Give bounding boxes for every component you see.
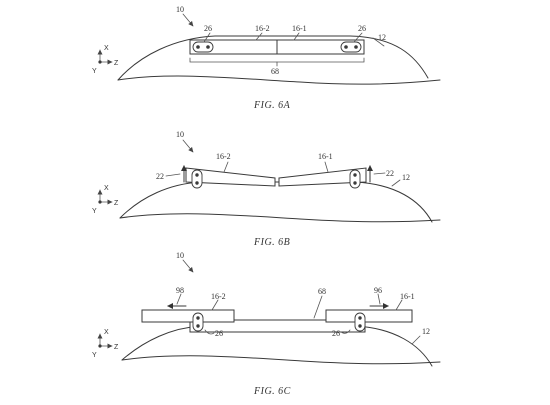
label-segment-right-6a: 16-1 bbox=[292, 24, 307, 33]
label-pin-left-6c: 26 bbox=[215, 329, 223, 338]
label-segment-right-6c: 16-1 bbox=[400, 292, 415, 301]
label-segment-right-6b: 16-1 bbox=[318, 152, 333, 161]
pin-right-6a bbox=[340, 41, 362, 53]
axis-z-label: Z bbox=[114, 60, 119, 67]
axis-y-label: Y bbox=[92, 208, 97, 215]
label-device-6b: 10 bbox=[176, 130, 184, 139]
axis-z-label: Z bbox=[114, 200, 119, 207]
caption-6b: FIG. 6B bbox=[253, 237, 290, 248]
pin-left-6c bbox=[192, 312, 204, 332]
label-segment-left-6c: 16-2 bbox=[211, 292, 226, 301]
base-curve-6a bbox=[117, 75, 441, 85]
label-segment-left-6a: 16-2 bbox=[255, 24, 270, 33]
pin-left-6a bbox=[192, 41, 214, 53]
label-housing-6c: 12 bbox=[422, 327, 430, 336]
label-lift-left-6b: 22 bbox=[156, 172, 164, 181]
axis-y-label: Y bbox=[92, 68, 97, 75]
segment-left-slid-6c bbox=[141, 309, 235, 323]
housing-curve-6b bbox=[119, 181, 433, 223]
segment-right-slid-6c bbox=[325, 309, 413, 323]
figure-6b: X Y Z 10 22 1 bbox=[92, 130, 441, 248]
label-move-right-6c: 96 bbox=[374, 286, 382, 295]
figure-6c: X Y Z bbox=[92, 251, 441, 397]
label-device-6c: 10 bbox=[176, 251, 184, 260]
axis-z-label: Z bbox=[114, 344, 119, 351]
axis-y-label: Y bbox=[92, 352, 97, 359]
pin-right-6b bbox=[349, 169, 361, 189]
axes-triad-6b: X Y Z bbox=[92, 185, 119, 215]
pin-right-6c bbox=[354, 312, 366, 332]
pin-left-6b bbox=[191, 169, 203, 189]
label-span-6a: 68 bbox=[271, 67, 279, 76]
span-bracket-6a bbox=[189, 57, 365, 63]
housing-curve-6a bbox=[117, 35, 429, 81]
axis-x-label: X bbox=[104, 185, 109, 192]
label-housing-6a: 12 bbox=[378, 33, 386, 42]
label-gap-6c: 68 bbox=[318, 287, 326, 296]
segment-left-tilted-6b bbox=[185, 167, 276, 187]
label-pin-left-6a: 26 bbox=[204, 24, 212, 33]
label-segment-left-6b: 16-2 bbox=[216, 152, 231, 161]
segment-right-tilted-6b bbox=[278, 167, 367, 187]
base-curve-6b bbox=[119, 213, 441, 223]
axes-triad-6a: X Y Z bbox=[92, 45, 119, 75]
caption-6a: FIG. 6A bbox=[253, 100, 291, 111]
base-curve-6c bbox=[121, 355, 441, 365]
label-housing-6b: 12 bbox=[402, 173, 410, 182]
figure-6a: X Y Z 10 26 1 bbox=[92, 5, 441, 111]
axis-x-label: X bbox=[104, 329, 109, 336]
label-pin-right-6c: 26 bbox=[332, 329, 340, 338]
axes-triad-6c: X Y Z bbox=[92, 329, 119, 359]
caption-6c: FIG. 6C bbox=[253, 386, 291, 397]
label-pin-right-6a: 26 bbox=[358, 24, 366, 33]
label-lift-right-6b: 22 bbox=[386, 169, 394, 178]
axis-x-label: X bbox=[104, 45, 109, 52]
label-move-left-6c: 98 bbox=[176, 286, 184, 295]
label-device-6a: 10 bbox=[176, 5, 184, 14]
